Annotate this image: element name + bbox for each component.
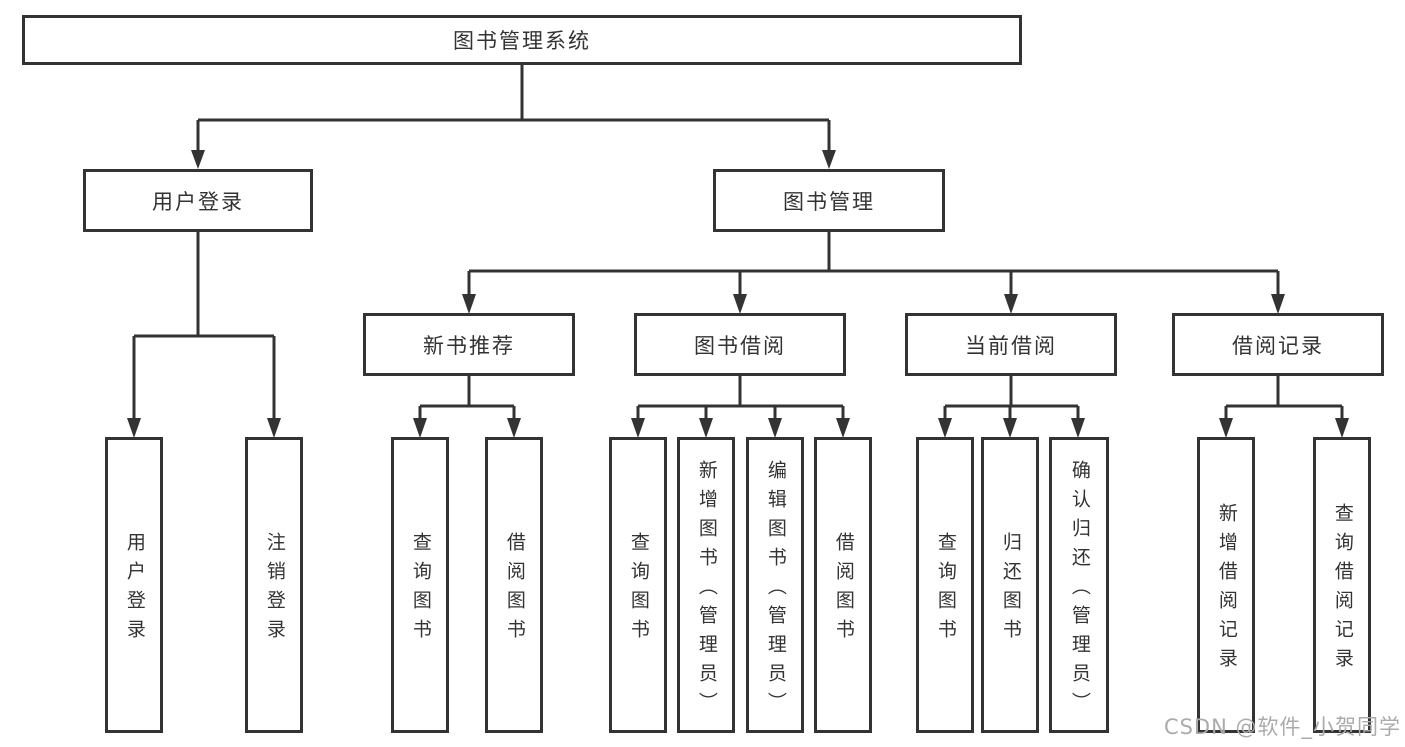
- leaf-query-books-borrow-label: 查询图书: [627, 532, 650, 648]
- leaf-user-login: 用户登录: [105, 437, 163, 733]
- leaf-query-borrow-record: 查询借阅记录: [1313, 437, 1371, 733]
- leaf-logout: 注销登录: [245, 437, 303, 733]
- leaf-borrow-books-borrow-label: 借阅图书: [832, 532, 855, 648]
- leaf-query-books-recommend-label: 查询图书: [409, 532, 432, 648]
- leaf-query-books-current: 查询图书: [916, 437, 974, 733]
- leaf-add-book-admin-label: 新增图书（管理员）: [695, 459, 718, 721]
- node-current-borrowing: 当前借阅: [905, 313, 1117, 376]
- node-library-management-system: 图书管理系统: [22, 15, 1022, 65]
- leaf-borrow-books-recommend-label: 借阅图书: [503, 532, 526, 648]
- leaf-edit-book-admin-label: 编辑图书（管理员）: [764, 459, 787, 721]
- leaf-add-borrow-record-label: 新增借阅记录: [1215, 503, 1238, 677]
- node-new-book-recommendation: 新书推荐: [363, 313, 575, 376]
- leaf-return-books-label: 归还图书: [999, 532, 1022, 648]
- leaf-return-books: 归还图书: [981, 437, 1039, 733]
- leaf-query-books-recommend: 查询图书: [391, 437, 449, 733]
- arrowheads: [127, 150, 1349, 438]
- leaf-add-borrow-record: 新增借阅记录: [1197, 437, 1255, 733]
- node-book-management: 图书管理: [713, 169, 945, 232]
- node-book-borrowing: 图书借阅: [634, 313, 846, 376]
- leaf-logout-label: 注销登录: [263, 532, 286, 648]
- leaf-edit-book-admin: 编辑图书（管理员）: [746, 437, 804, 733]
- leaf-borrow-books-borrow: 借阅图书: [814, 437, 872, 733]
- leaf-query-books-borrow: 查询图书: [609, 437, 667, 733]
- leaf-confirm-return-admin: 确认归还（管理员）: [1049, 437, 1109, 733]
- leaf-borrow-books-recommend: 借阅图书: [485, 437, 543, 733]
- node-borrowing-records: 借阅记录: [1172, 313, 1384, 376]
- leaf-query-books-current-label: 查询图书: [934, 532, 957, 648]
- leaf-confirm-return-admin-label: 确认归还（管理员）: [1068, 459, 1091, 721]
- node-user-login: 用户登录: [83, 169, 313, 232]
- leaf-add-book-admin: 新增图书（管理员）: [677, 437, 735, 733]
- leaf-user-login-label: 用户登录: [123, 532, 146, 648]
- leaf-query-borrow-record-label: 查询借阅记录: [1331, 503, 1354, 677]
- watermark-text: CSDN @软件_小贺同学: [1163, 715, 1401, 739]
